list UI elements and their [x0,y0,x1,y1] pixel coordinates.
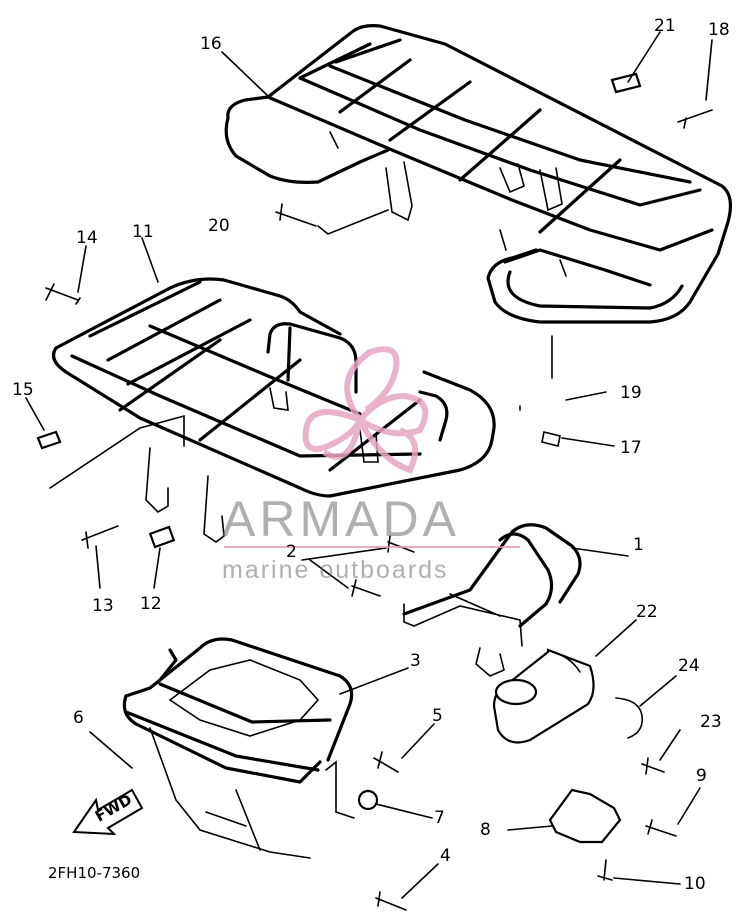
part-code: 2FH10-7360 [48,864,141,882]
callout-14: 14 [76,228,98,248]
rear-carrier [224,24,733,324]
callout-10: 10 [684,874,706,894]
callout-7: 7 [434,808,445,828]
watermark-brand: ARMADA [222,491,460,547]
callout-3: 3 [410,651,421,671]
callout-23: 23 [700,712,722,732]
front-guard [402,523,582,677]
callout-21: 21 [654,16,676,36]
callout-9: 9 [696,766,707,786]
callout-17: 17 [620,438,642,458]
lower-rack [122,637,354,859]
callout-18: 18 [708,20,730,40]
switch-box [492,648,595,744]
callout-11: 11 [132,222,154,242]
callout-12: 12 [140,594,162,614]
callout-13: 13 [92,596,114,616]
watermark-logo [302,346,429,474]
callout-2: 2 [286,542,297,562]
watermark-divider [224,546,520,548]
callout-6: 6 [73,708,84,728]
callout-20: 20 [208,216,230,236]
callout-19: 19 [620,383,642,403]
callout-16: 16 [200,34,222,54]
callout-4: 4 [440,846,451,866]
callout-15: 15 [12,380,34,400]
callout-24: 24 [678,656,700,676]
front-carrier [36,277,496,543]
watermark-subtitle: marine outboards [222,556,449,584]
callout-8: 8 [480,820,491,840]
bracket-part [548,788,622,844]
callout-22: 22 [636,602,658,622]
callout-5: 5 [432,706,443,726]
leader-lines [25,31,713,899]
callout-1: 1 [633,535,644,555]
clip-part [615,697,644,739]
